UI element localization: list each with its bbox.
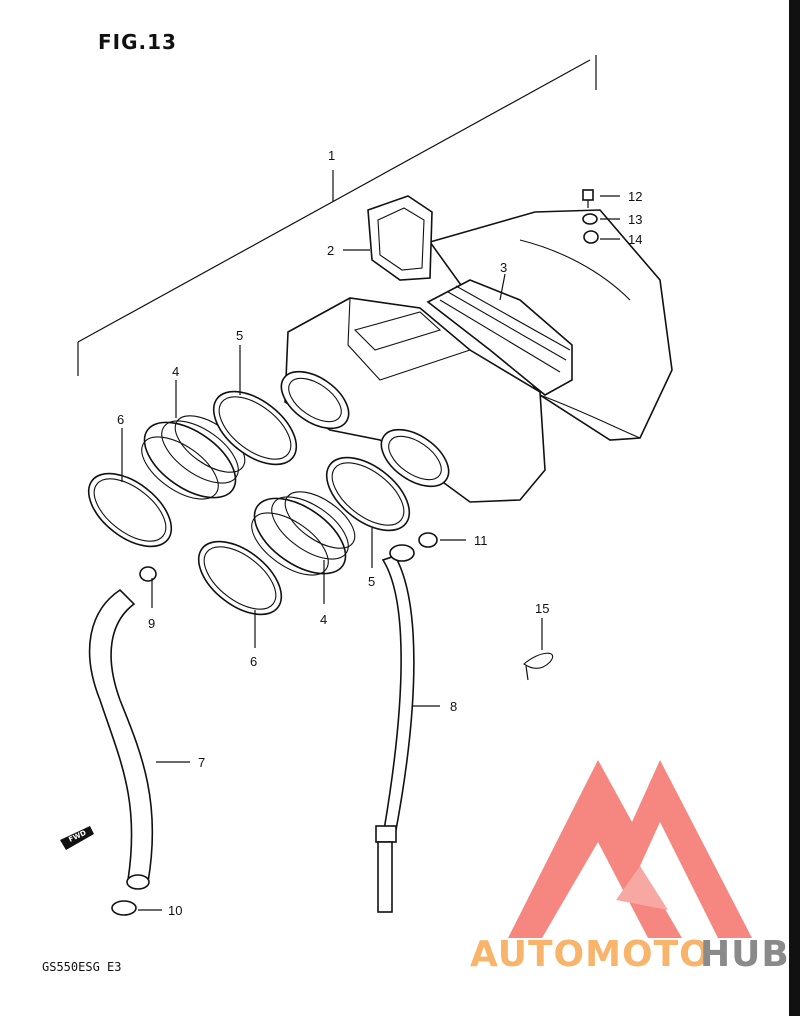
- callout-5-lower: 5: [368, 574, 375, 589]
- clip: [418, 532, 438, 548]
- callout-2: 2: [327, 243, 334, 258]
- air-cleaner-case: [280, 209, 673, 503]
- callout-5-upper: 5: [236, 328, 243, 343]
- callout-12: 12: [628, 189, 642, 204]
- clip: [139, 566, 157, 582]
- clamp: [523, 652, 553, 681]
- watermark-text-part2: HUB: [700, 934, 790, 975]
- clamp-5-lower: [325, 456, 411, 532]
- clamp-6-lower: [197, 540, 283, 616]
- callout-4-lower: 4: [320, 612, 327, 627]
- watermark-text: AUTOMOTO HUB: [470, 934, 790, 975]
- watermark-logo: [508, 760, 752, 938]
- callout-6-lower: 6: [250, 654, 257, 669]
- leader-lines: [121, 195, 620, 911]
- callout-15: 15: [535, 601, 549, 616]
- callout-13: 13: [628, 212, 642, 227]
- callout-labels: 1 2 3 4 4 5 5 6 6 7 8 9 10 11 12 13 14 1…: [117, 148, 642, 918]
- callout-9: 9: [148, 616, 155, 631]
- assembly-bracket: [77, 55, 597, 376]
- clamp-5-upper: [212, 390, 298, 466]
- hose-clip: [111, 900, 137, 916]
- callout-6-upper: 6: [117, 412, 124, 427]
- callout-3: 3: [500, 260, 507, 275]
- callout-7: 7: [198, 755, 205, 770]
- washer: [582, 213, 598, 225]
- outlet-tube-upper: [141, 415, 246, 500]
- cushion: [583, 230, 599, 244]
- case-cover: [367, 195, 433, 281]
- model-code: GS550ESG E3: [42, 960, 122, 974]
- callout-4-upper: 4: [172, 364, 179, 379]
- callout-11: 11: [474, 533, 488, 548]
- drain-hose: [88, 588, 154, 890]
- callout-10: 10: [168, 903, 182, 918]
- figure-title: FIG.13: [98, 30, 177, 54]
- filter-element: [426, 279, 573, 396]
- breather-hose: [375, 544, 415, 913]
- callout-8: 8: [450, 699, 457, 714]
- bolt: [582, 189, 594, 208]
- outlet-tube-lower: [251, 491, 356, 576]
- fwd-arrow-icon: FWD: [60, 826, 94, 850]
- watermark-text-part1: AUTOMOTO: [470, 934, 711, 975]
- clamp-6-upper: [87, 472, 173, 548]
- callout-14: 14: [628, 232, 642, 247]
- right-border: [789, 0, 800, 1016]
- callout-1: 1: [328, 148, 335, 163]
